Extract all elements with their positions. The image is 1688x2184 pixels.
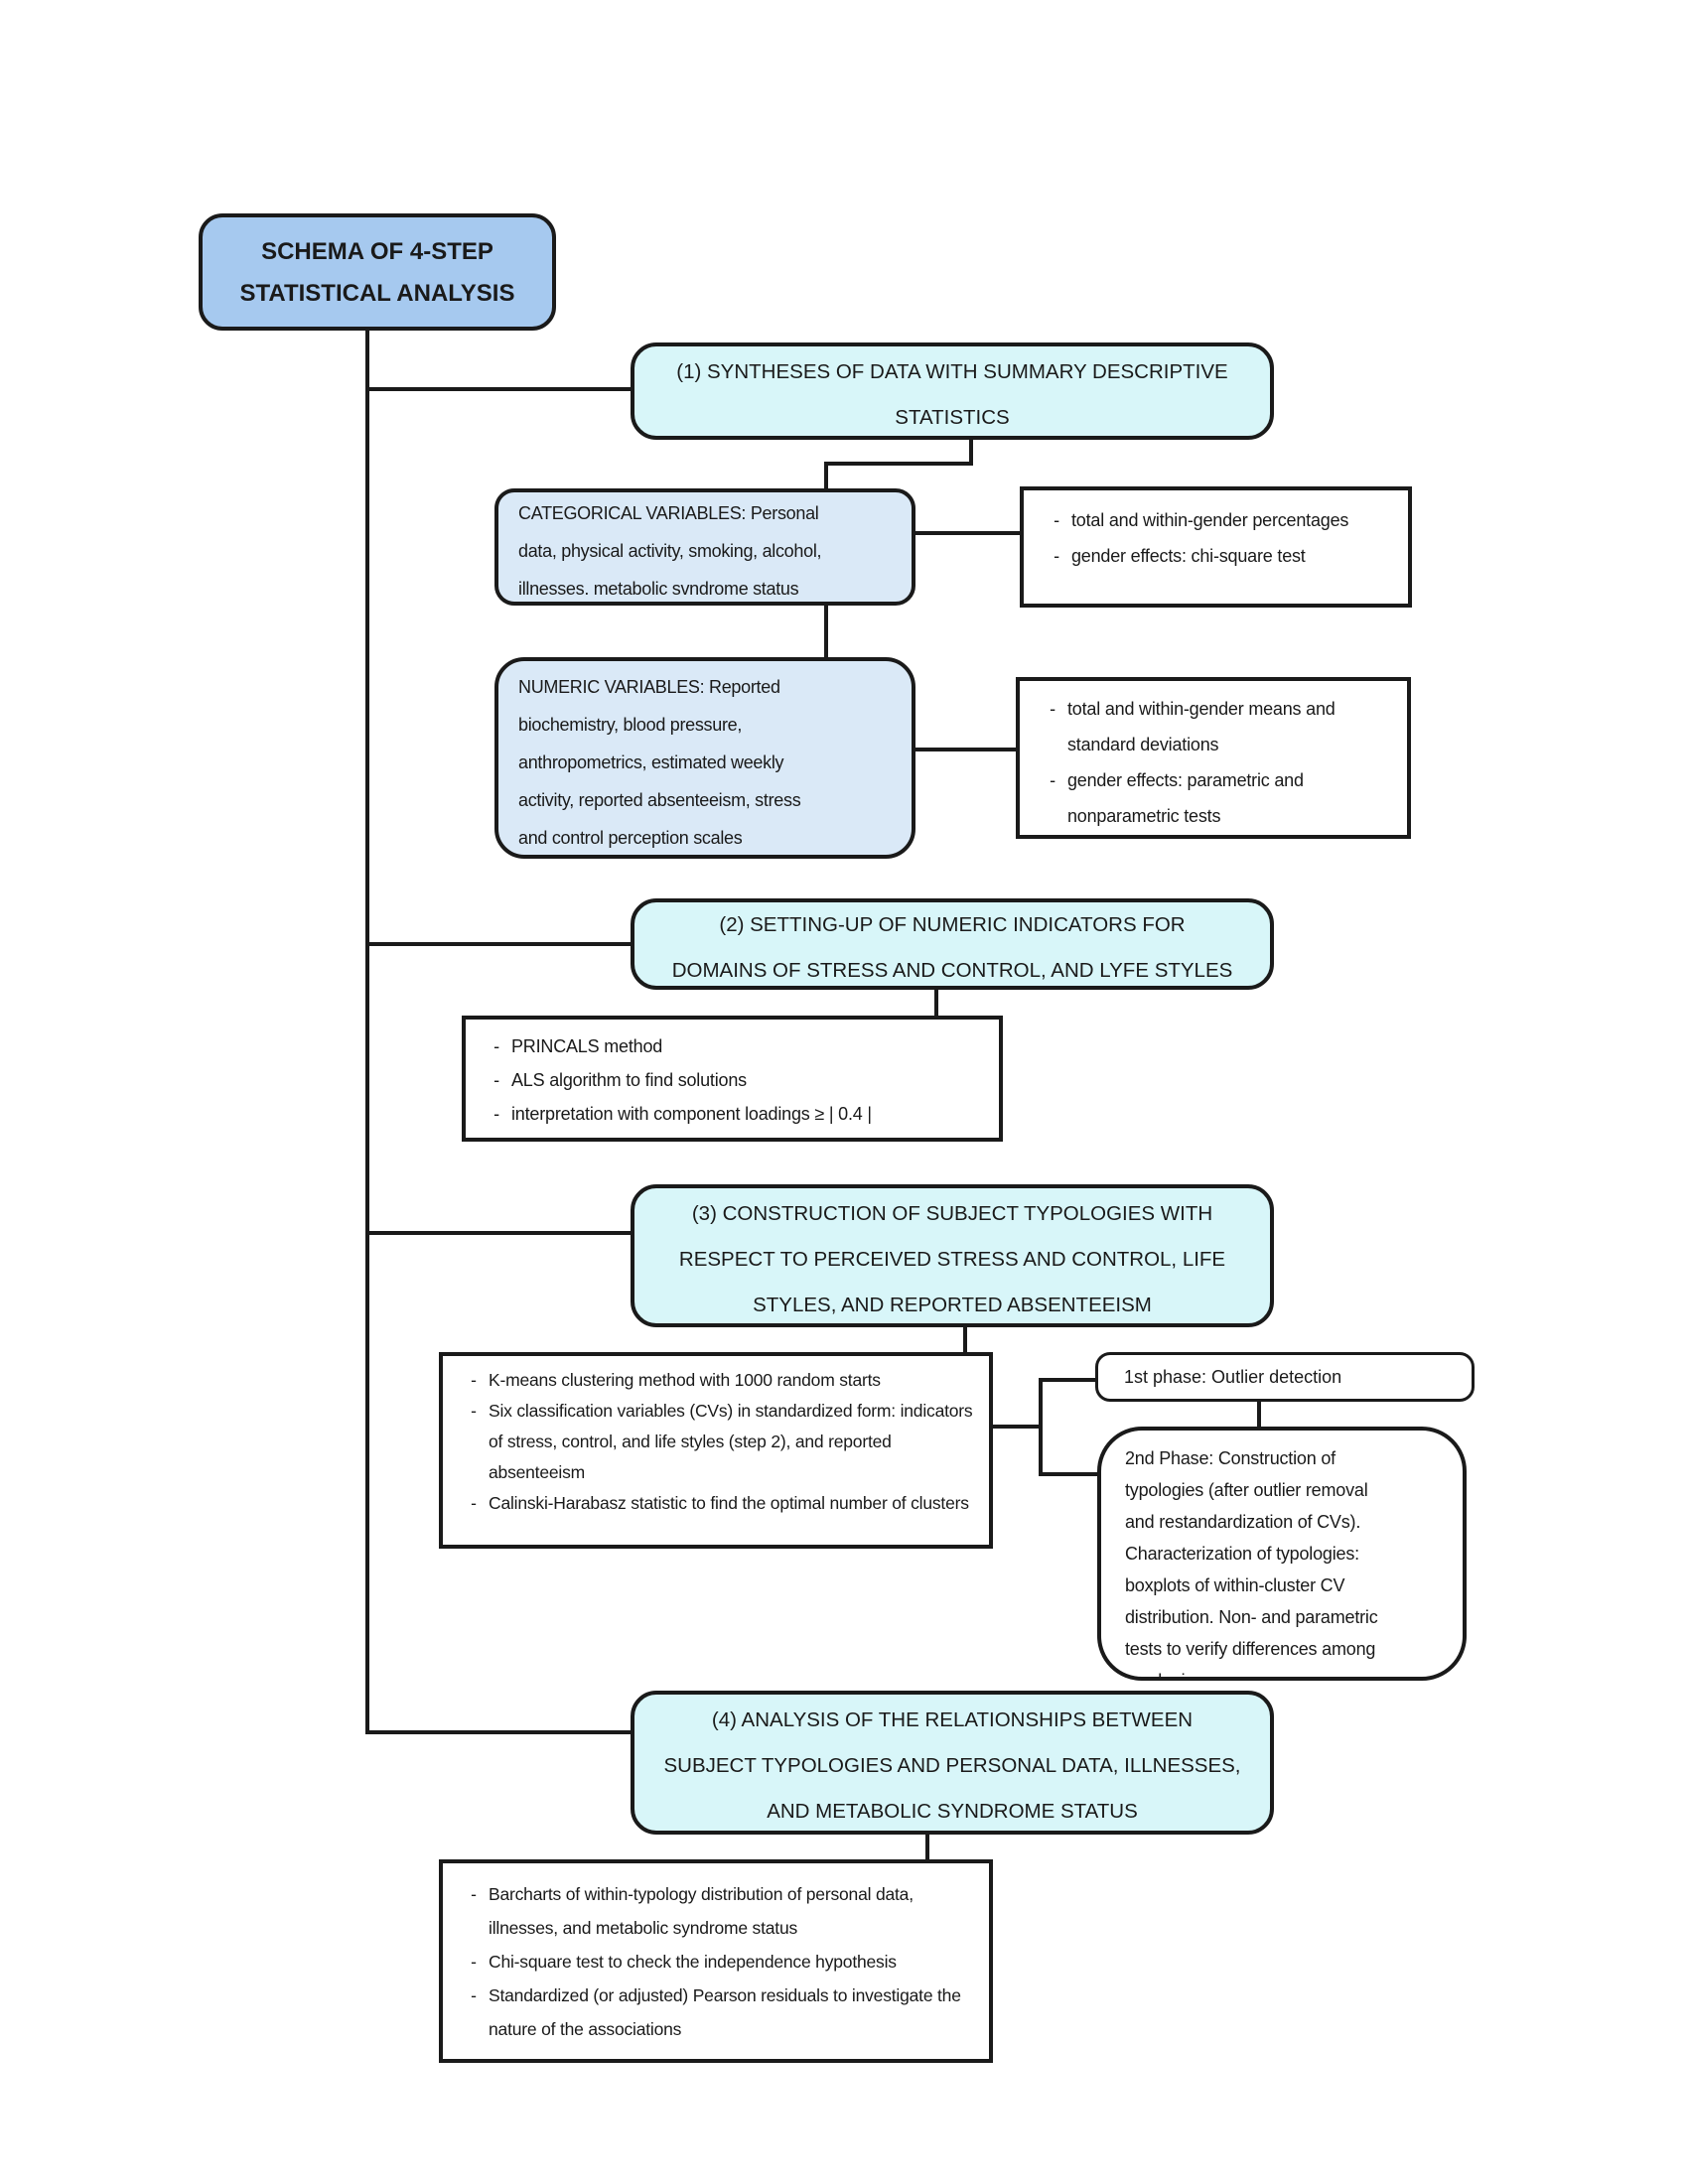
list-item: total and within-gender means and standa… xyxy=(1038,691,1395,762)
dash-marker xyxy=(459,1488,489,1519)
dash-marker xyxy=(1042,502,1071,538)
dash-marker xyxy=(482,1097,511,1131)
step-3-title-line: RESPECT TO PERCEIVED STRESS AND CONTROL,… xyxy=(678,1248,1226,1271)
phase-2-box: 2nd Phase: Construction of typologies (a… xyxy=(1097,1427,1467,1681)
dash-marker xyxy=(459,1945,489,1979)
phase-2-text-line: distribution. Non- and parametric xyxy=(1125,1607,1378,1627)
categorical-variables-box: CATEGORICAL VARIABLES: Personal data, ph… xyxy=(494,488,915,606)
step-4-title-line: AND METABOLIC SYNDROME STATUS xyxy=(767,1800,1138,1823)
list-item: K-means clustering method with 1000 rand… xyxy=(459,1365,979,1396)
list-item-text: Standardized (or adjusted) Pearson resid… xyxy=(489,1985,961,2039)
step-3-title-line: (3) CONSTRUCTION OF SUBJECT TYPOLOGIES W… xyxy=(691,1202,1213,1225)
list-item-text: K-means clustering method with 1000 rand… xyxy=(489,1370,881,1390)
step-3-methods-box: K-means clustering method with 1000 rand… xyxy=(439,1352,993,1549)
title-line: STATISTICAL ANALYSIS xyxy=(239,280,515,307)
schema-title-box: SCHEMA OF 4-STEP STATISTICAL ANALYSIS xyxy=(199,213,556,331)
phase-2-text-line: typologies xyxy=(1125,1671,1204,1681)
list-item-text: gender effects: parametric and nonparame… xyxy=(1067,770,1304,826)
step-4-methods-box: Barcharts of within-typology distributio… xyxy=(439,1859,993,2063)
list-item: interpretation with component loadings ≥… xyxy=(482,1097,989,1131)
dash-marker xyxy=(1038,691,1067,727)
phase-1-label: 1st phase: Outlier detection xyxy=(1124,1366,1342,1387)
dash-marker xyxy=(482,1063,511,1097)
list-item: total and within-gender percentages xyxy=(1042,502,1396,538)
list-item-text: gender effects: chi-square test xyxy=(1071,546,1306,566)
list-item-text: PRINCALS method xyxy=(511,1036,663,1056)
list-item: Six classification variables (CVs) in st… xyxy=(459,1396,979,1488)
step-1-title-line: STATISTICS xyxy=(895,406,1010,429)
phase-2-text-line: typologies (after outlier removal xyxy=(1125,1480,1368,1500)
list-item: ALS algorithm to find solutions xyxy=(482,1063,989,1097)
numeric-text-line: activity, reported absenteeism, stress xyxy=(518,790,801,810)
connector-kmeans-phases xyxy=(991,1378,1099,1476)
dash-marker xyxy=(1042,538,1071,574)
numeric-text-line: NUMERIC VARIABLES: Reported xyxy=(518,677,780,697)
phase-2-text-line: boxplots of within-cluster CV xyxy=(1125,1575,1345,1595)
list-item-text: interpretation with component loadings ≥… xyxy=(511,1104,872,1124)
step-3-title-line: STYLES, AND REPORTED ABSENTEEISM xyxy=(753,1294,1152,1316)
phase-2-text-line: Characterization of typologies: xyxy=(1125,1544,1359,1564)
phase-1-box: 1st phase: Outlier detection xyxy=(1095,1352,1475,1402)
dash-marker xyxy=(1038,762,1067,798)
categorical-methods-box: total and within-gender percentages gend… xyxy=(1020,486,1412,608)
step-2-methods-box: PRINCALS method ALS algorithm to find so… xyxy=(462,1016,1003,1142)
step-2-title-line: (2) SETTING-UP OF NUMERIC INDICATORS FOR xyxy=(719,913,1186,936)
list-item-text: Barcharts of within-typology distributio… xyxy=(489,1884,914,1938)
step-4-box: (4) ANALYSIS OF THE RELATIONSHIPS BETWEE… xyxy=(631,1691,1274,1835)
list-item-text: ALS algorithm to find solutions xyxy=(511,1070,747,1090)
list-item: PRINCALS method xyxy=(482,1029,989,1063)
step-2-title-line: DOMAINS OF STRESS AND CONTROL, AND LYFE … xyxy=(671,959,1233,982)
list-item: Calinski-Harabasz statistic to find the … xyxy=(459,1488,979,1519)
step-4-title-line: SUBJECT TYPOLOGIES AND PERSONAL DATA, IL… xyxy=(663,1754,1241,1777)
numeric-methods-box: total and within-gender means and standa… xyxy=(1016,677,1411,839)
categorical-text-line: CATEGORICAL VARIABLES: Personal xyxy=(518,503,819,523)
dash-marker xyxy=(459,1365,489,1396)
numeric-text-line: and control perception scales xyxy=(518,828,743,848)
dash-marker xyxy=(459,1396,489,1427)
categorical-text-line: illnesses. metabolic svndrome status xyxy=(518,579,799,599)
list-item: Standardized (or adjusted) Pearson resid… xyxy=(459,1979,979,2046)
step-1-title-line: (1) SYNTHESES OF DATA WITH SUMMARY DESCR… xyxy=(676,360,1228,383)
dash-marker xyxy=(459,1877,489,1911)
list-item-text: Six classification variables (CVs) in st… xyxy=(489,1401,973,1482)
connector-step1-categorical xyxy=(824,438,973,490)
numeric-text-line: anthropometrics, estimated weekly xyxy=(518,752,784,772)
list-item-text: total and within-gender means and standa… xyxy=(1067,699,1336,754)
phase-2-text-line: tests to verify differences among xyxy=(1125,1639,1376,1659)
title-line: SCHEMA OF 4-STEP xyxy=(261,238,493,265)
list-item: Chi-square test to check the independenc… xyxy=(459,1945,979,1979)
list-item-text: Calinski-Harabasz statistic to find the … xyxy=(489,1493,969,1513)
dash-marker xyxy=(459,1979,489,2012)
step-1-box: (1) SYNTHESES OF DATA WITH SUMMARY DESCR… xyxy=(631,342,1274,440)
phase-2-text-line: and restandardization of CVs). xyxy=(1125,1512,1361,1532)
list-item-text: Chi-square test to check the independenc… xyxy=(489,1952,897,1972)
list-item: gender effects: parametric and nonparame… xyxy=(1038,762,1395,834)
list-item-text: total and within-gender percentages xyxy=(1071,510,1349,530)
dash-marker xyxy=(482,1029,511,1063)
step-2-box: (2) SETTING-UP OF NUMERIC INDICATORS FOR… xyxy=(631,898,1274,990)
list-item: gender effects: chi-square test xyxy=(1042,538,1396,574)
numeric-text-line: biochemistry, blood pressure, xyxy=(518,715,743,735)
list-item: Barcharts of within-typology distributio… xyxy=(459,1877,979,1945)
numeric-variables-box: NUMERIC VARIABLES: Reported biochemistry… xyxy=(494,657,915,859)
phase-2-text-line: 2nd Phase: Construction of xyxy=(1125,1448,1336,1468)
categorical-text-line: data, physical activity, smoking, alcoho… xyxy=(518,541,822,561)
step-3-box: (3) CONSTRUCTION OF SUBJECT TYPOLOGIES W… xyxy=(631,1184,1274,1327)
step-4-title-line: (4) ANALYSIS OF THE RELATIONSHIPS BETWEE… xyxy=(711,1708,1194,1731)
